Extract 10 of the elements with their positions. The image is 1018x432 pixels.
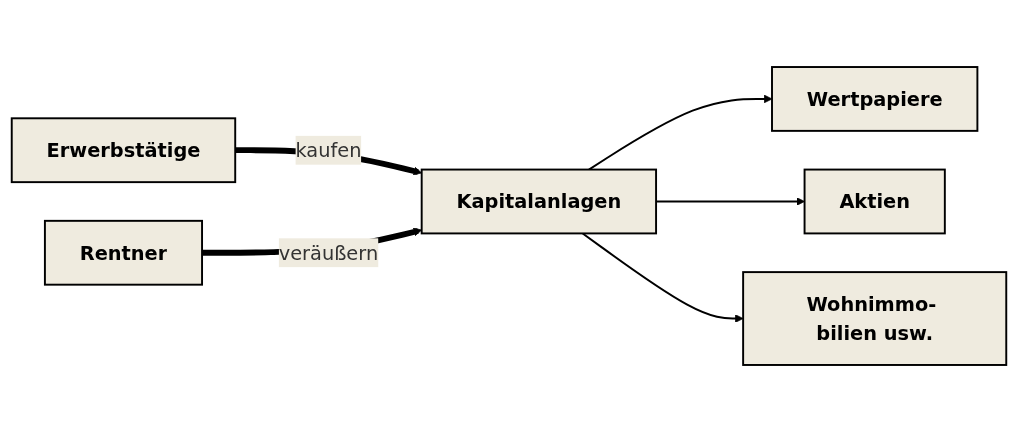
arrow [587, 94, 773, 171]
edge-label: kaufen [295, 138, 362, 162]
node-box: Rentner [43, 219, 203, 286]
node-box: Erwerbstätige [10, 117, 237, 184]
arrow [581, 232, 744, 323]
node-box: Wertpapiere [771, 66, 979, 132]
edge-label: veräußern [278, 241, 379, 265]
node-box: Aktien [803, 168, 946, 235]
node-box: Wohnimmo- bilien usw. [742, 271, 1008, 366]
node-box: Kapitalanlagen [420, 168, 658, 235]
